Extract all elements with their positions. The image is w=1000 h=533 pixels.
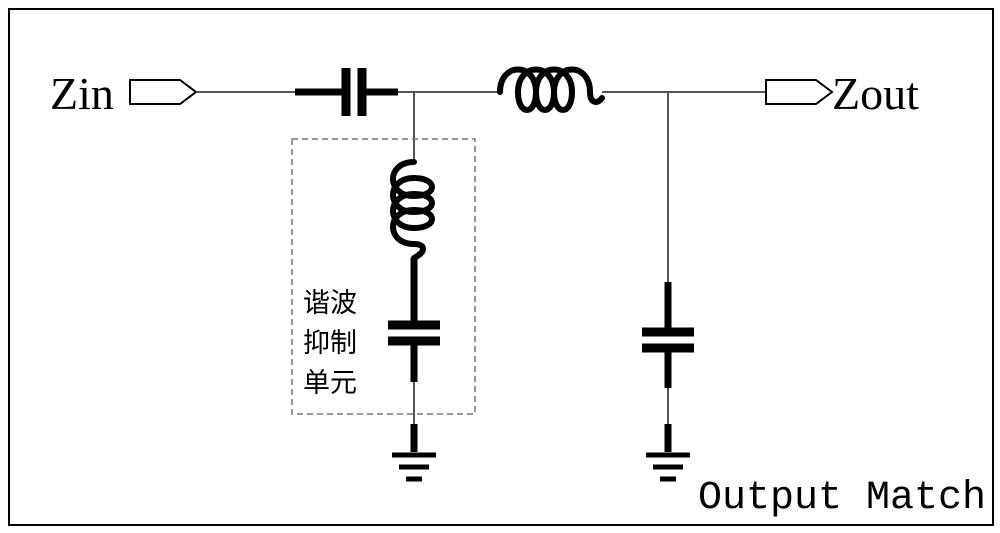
harmonic-unit-line1: 谐波 (303, 288, 357, 319)
shunt-inductor (390, 159, 435, 261)
harmonic-unit-line3: 单元 (303, 368, 357, 399)
harmonic-unit-line2: 抑制 (303, 328, 357, 359)
series-inductor (497, 66, 605, 113)
output-label: Zout (832, 68, 919, 119)
frame (8, 8, 994, 526)
output-port-symbol (765, 79, 834, 105)
input-port-symbol (129, 79, 198, 105)
diagram-title: Output Match (698, 476, 986, 521)
harmonic-unit-box (291, 138, 476, 415)
input-label: Zin (50, 68, 114, 119)
